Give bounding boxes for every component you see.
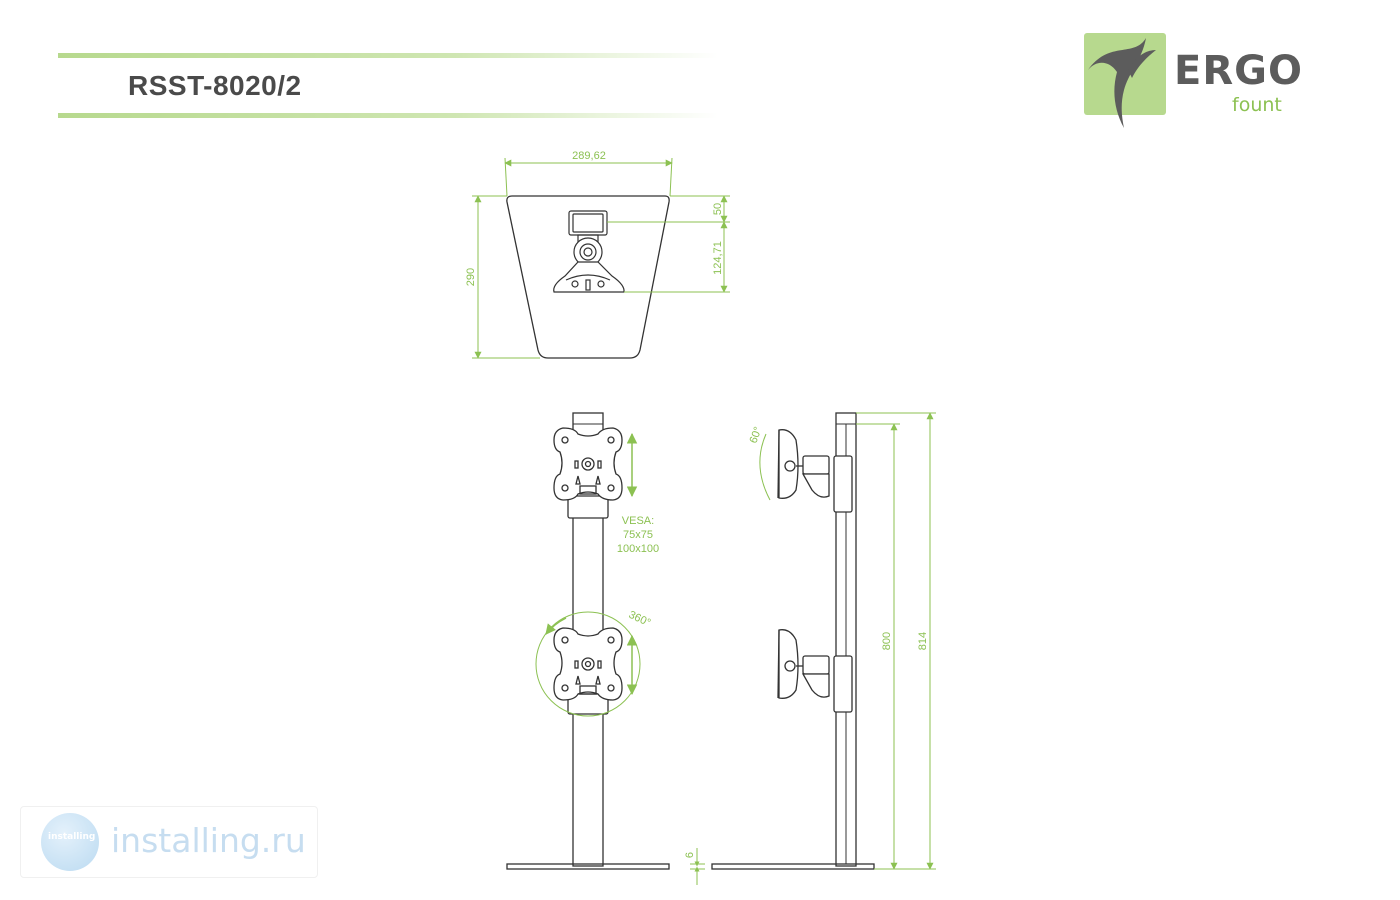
side-mount-lower xyxy=(777,629,853,713)
front-view: 360° VESA: 75x75 100x100 6 xyxy=(506,412,705,885)
top-view-mount xyxy=(553,210,625,293)
vesa-size-100: 100x100 xyxy=(617,543,659,555)
vesa-label: VESA: xyxy=(622,515,654,527)
dim-offset-50-label: 50 xyxy=(712,203,724,215)
rotation-circle xyxy=(535,611,641,717)
dim-top-width-label: 289,62 xyxy=(572,150,606,162)
front-mount-lower xyxy=(553,627,623,715)
side-pole xyxy=(835,412,857,867)
watermark: installing installing.ru xyxy=(20,806,318,878)
side-base xyxy=(711,863,875,870)
rotation-arrow xyxy=(545,617,567,635)
watermark-badge-text: installing xyxy=(48,832,96,842)
side-mount-upper xyxy=(777,429,853,513)
page-title: RSST-8020/2 xyxy=(128,70,302,101)
rotation-label: 360° xyxy=(627,609,653,629)
logo-subtitle: fount xyxy=(1232,94,1282,116)
vesa-size-75: 75x75 xyxy=(623,529,653,541)
top-view-base-plate xyxy=(506,195,670,359)
dim-top-depth xyxy=(472,195,540,359)
dim-top-width xyxy=(504,157,673,197)
dim-height-800-label: 800 xyxy=(881,632,893,650)
dim-height-814-label: 814 xyxy=(917,632,929,650)
watermark-badge xyxy=(41,813,99,871)
front-mount-upper xyxy=(553,427,623,519)
ergofount-logo xyxy=(1084,33,1166,128)
dim-base-thickness xyxy=(690,848,705,885)
dim-base-thickness-label: 6 xyxy=(684,852,696,858)
header-line-bottom xyxy=(58,113,718,118)
watermark-text: installing.ru xyxy=(111,821,306,860)
dim-top-offsets xyxy=(607,195,730,293)
header-line-top xyxy=(58,53,718,58)
side-view: 60° 800 814 xyxy=(711,412,936,870)
logo-wordmark: ERGO xyxy=(1174,48,1303,94)
tilt-label: 60° xyxy=(748,425,765,445)
dim-top-depth-label: 290 xyxy=(465,268,477,286)
front-base xyxy=(506,863,670,870)
dim-offset-124-label: 124,71 xyxy=(712,241,724,275)
top-view: 289,62 290 50 124,71 xyxy=(465,150,730,359)
tilt-arc xyxy=(759,433,771,501)
dim-side-heights xyxy=(856,412,936,870)
